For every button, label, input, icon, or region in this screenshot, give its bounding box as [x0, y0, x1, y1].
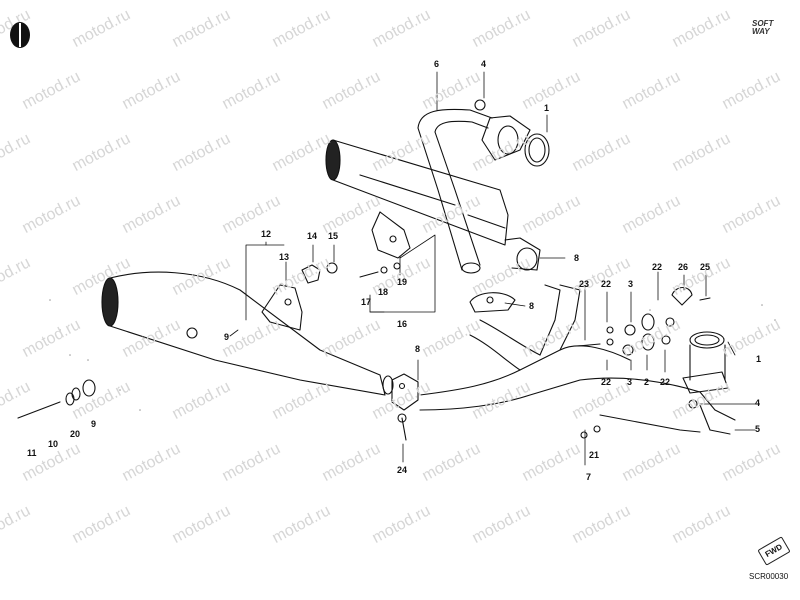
right-header-pipe-6: [417, 108, 493, 274]
callout-17: 17: [361, 297, 372, 307]
callout-7: 7: [586, 472, 592, 482]
callout-11: 11: [27, 448, 37, 458]
callout-20: 20: [70, 429, 81, 439]
callout-2: 2: [644, 377, 650, 387]
drawing-code: SCR00030: [749, 572, 789, 581]
callout-14: 14: [307, 231, 318, 241]
scan-noise: [49, 299, 776, 411]
callout-1-top: 1: [544, 103, 550, 113]
callout-12: 12: [261, 229, 272, 239]
callout-4-top: 4: [481, 59, 487, 69]
right-muffler: [325, 139, 509, 246]
brand-line1: SOFT: [752, 19, 774, 28]
callout-6: 6: [434, 59, 440, 69]
hardware: [17, 262, 711, 441]
left-muffler-bracket: [261, 284, 303, 331]
callout-16: 16: [397, 319, 408, 329]
callout-8-clamp: 8: [415, 344, 421, 354]
softway-brand: SOFT WAY: [752, 20, 773, 36]
callout-8-mid: 8: [529, 301, 535, 311]
callout-15: 15: [328, 231, 339, 241]
callout-21: 21: [589, 450, 600, 460]
callout-22-b: 22: [652, 262, 663, 272]
callout-22-c: 22: [601, 377, 612, 387]
logo-icon: [10, 22, 30, 48]
callout-13: 13: [279, 252, 290, 262]
callout-3-b: 3: [627, 377, 633, 387]
callout-4-right: 4: [755, 398, 761, 408]
right-pipe-end: [504, 237, 541, 271]
callout-19: 19: [397, 277, 408, 287]
upper-flange: [474, 99, 550, 167]
callout-9-left: 9: [91, 419, 97, 429]
callout-1-right: 1: [756, 354, 762, 364]
callout-25: 25: [700, 262, 711, 272]
callout-18: 18: [378, 287, 389, 297]
clamp-mid: [469, 292, 516, 313]
callout-3-a: 3: [628, 279, 634, 289]
callout-26: 26: [678, 262, 689, 272]
callout-5: 5: [755, 424, 761, 434]
callout-23: 23: [579, 279, 590, 289]
callout-9: 9: [224, 332, 230, 342]
brand-line2: WAY: [752, 27, 770, 36]
right-muffler-bracket: [371, 211, 411, 259]
callout-24: 24: [397, 465, 408, 475]
lower-flange: [682, 331, 729, 409]
front-y-pipe: [419, 284, 736, 435]
callout-22-a: 22: [601, 279, 612, 289]
callout-22-d: 22: [660, 377, 671, 387]
clamp-lower: [391, 373, 419, 411]
callout-10: 10: [48, 439, 59, 449]
leader-lines: [229, 71, 756, 466]
callout-8-top: 8: [574, 253, 580, 263]
left-muffler: [101, 271, 394, 396]
